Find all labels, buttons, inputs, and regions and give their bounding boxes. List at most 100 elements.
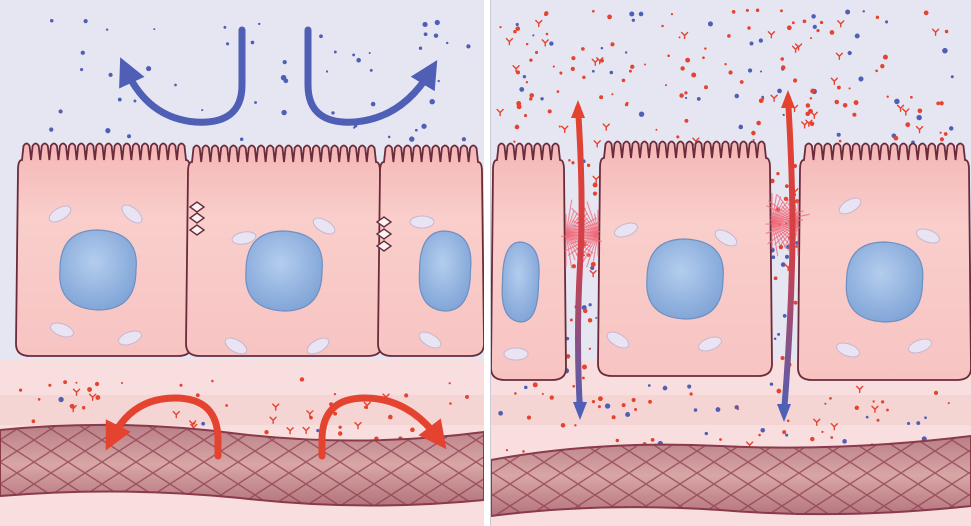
red-particle [704, 47, 706, 49]
red-particle [465, 395, 469, 399]
blue-particle [84, 19, 88, 23]
epithelial-cells [491, 142, 971, 381]
red-particle [787, 419, 790, 422]
red-particle [805, 112, 810, 117]
red-particle [753, 139, 755, 141]
blue-particle [371, 102, 376, 107]
blue-particle [446, 42, 448, 44]
red-particle [724, 63, 726, 65]
blue-particle [639, 112, 644, 117]
red-particle [598, 405, 601, 408]
red-particle [886, 409, 889, 412]
blue-particle [632, 19, 635, 22]
blue-particle [356, 58, 361, 63]
red-particle [179, 384, 182, 387]
red-particle [680, 66, 684, 70]
blue-particle [281, 75, 287, 81]
red-particle [781, 65, 786, 70]
blue-particle [105, 128, 110, 133]
red-particle [894, 136, 899, 141]
red-particle [522, 450, 525, 453]
blue-particle [353, 127, 355, 129]
red-particle [574, 424, 576, 426]
red-particle [702, 56, 705, 59]
blue-particle [319, 34, 323, 38]
red-particle [820, 21, 823, 24]
red-particle [756, 121, 761, 126]
red-particle [655, 129, 657, 131]
blue-particle [863, 10, 865, 12]
red-particle [684, 91, 687, 94]
blue-particle [760, 428, 765, 433]
red-particle [48, 384, 51, 387]
epithelial-cells [16, 144, 484, 358]
red-particle [612, 415, 616, 419]
red-particle [546, 33, 549, 36]
blue-particle [50, 19, 53, 22]
red-particle [883, 55, 888, 60]
red-particle [515, 125, 520, 130]
red-particle [762, 98, 764, 100]
red-particle [629, 70, 632, 73]
blue-particle [146, 66, 151, 71]
blue-particle [283, 60, 287, 64]
red-particle [196, 393, 200, 397]
blue-particle [610, 71, 614, 75]
red-particle [728, 70, 732, 74]
red-particle [82, 406, 85, 409]
epithelial-cell [378, 146, 484, 357]
red-particle [499, 26, 501, 28]
red-particle [719, 438, 722, 441]
epithelial-cell [798, 144, 971, 381]
blue-particle [942, 48, 948, 54]
red-particle [737, 408, 739, 410]
panel-leaky-barrier [491, 0, 971, 526]
epithelial-cell [598, 142, 772, 377]
blue-particle [524, 386, 528, 390]
blue-particle [866, 416, 869, 419]
red-particle [572, 264, 576, 268]
red-particle [732, 10, 736, 14]
red-particle [548, 109, 552, 113]
red-particle [873, 400, 875, 402]
red-particle [727, 34, 731, 38]
blue-particle [772, 255, 776, 259]
red-particle [338, 431, 342, 435]
red-particle [593, 183, 598, 188]
red-particle [685, 58, 690, 63]
blue-particle [894, 99, 900, 105]
red-particle [516, 101, 521, 106]
red-particle [671, 13, 673, 15]
red-particle [622, 403, 626, 407]
red-particle [918, 108, 923, 113]
red-particle [449, 382, 451, 384]
red-particle [792, 21, 795, 24]
red-particle [572, 385, 575, 388]
blue-particle [326, 70, 328, 72]
red-particle [829, 397, 832, 400]
red-particle [626, 102, 629, 105]
blue-particle [419, 47, 422, 50]
red-particle [795, 303, 797, 305]
blue-particle [855, 34, 860, 39]
blue-particle [540, 97, 543, 100]
red-particle [676, 135, 679, 138]
red-particle [905, 122, 910, 127]
red-particle [776, 389, 781, 394]
red-particle [87, 387, 92, 392]
blue-particle [258, 23, 260, 25]
blue-particle [842, 439, 847, 444]
blue-particle [595, 317, 597, 319]
red-particle [593, 192, 597, 196]
blue-particle [774, 338, 777, 341]
red-particle [570, 318, 573, 321]
red-particle [774, 276, 778, 280]
blue-particle [80, 68, 83, 71]
blue-particle [201, 422, 205, 426]
red-particle [780, 9, 783, 12]
red-particle [849, 87, 851, 89]
red-particle [513, 30, 517, 34]
blue-particle [885, 20, 888, 23]
red-particle [830, 436, 833, 439]
blue-particle [949, 126, 953, 130]
